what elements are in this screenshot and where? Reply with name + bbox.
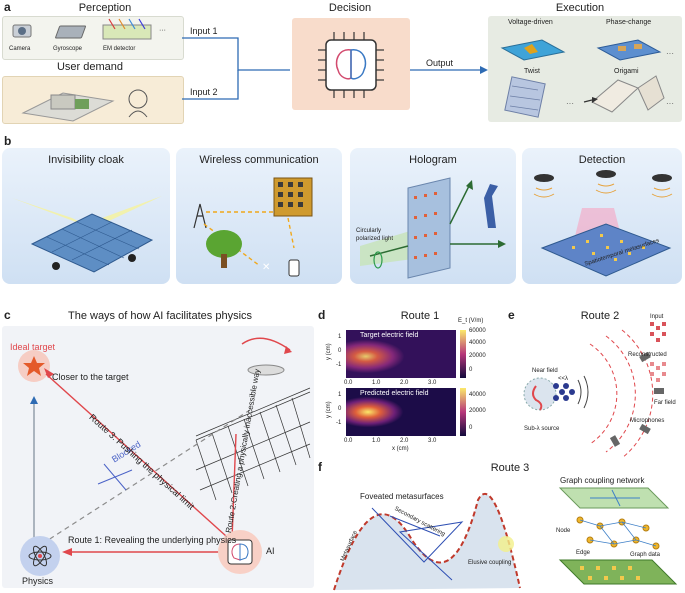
xtick-bot-3: 3.0: [428, 438, 437, 444]
ytick-top-m1: -1: [336, 362, 342, 368]
panel-b-letter: b: [4, 134, 12, 148]
panel-d-title: Route 1: [400, 310, 440, 322]
xtick-top-2: 2.0: [400, 380, 409, 386]
card-hologram-title: Hologram: [409, 154, 457, 166]
panel-f-title: Route 3: [490, 462, 530, 474]
svg-text:···: ···: [666, 49, 674, 58]
route1-label: Route 1: Revealing the underlying physic…: [68, 535, 237, 545]
reconstructed-label: Reconstructed: [628, 352, 667, 358]
wireless-illustration: ✕: [193, 177, 313, 277]
closer-label: Closer to the target: [52, 372, 129, 382]
exec-twist-label: Twist: [524, 68, 540, 75]
user-demand-title: User demand: [56, 61, 124, 73]
svg-text:···: ···: [566, 99, 574, 108]
microphones-label: Microphones: [630, 418, 665, 424]
xtick-bot-2: 2.0: [400, 438, 409, 444]
far-field-label: Far field: [654, 400, 676, 406]
cbar1-tick-2: 20000: [469, 353, 486, 359]
predicted-field-label: Predicted electric field: [360, 390, 429, 397]
decision-box: [292, 18, 410, 110]
cbar1-tick-3: 0: [469, 367, 473, 373]
sensor-icons: [12, 18, 152, 40]
hologram-illustration: [360, 177, 506, 279]
panel-e-title: Route 2: [580, 310, 620, 322]
cbar2-tick-1: 20000: [469, 408, 486, 414]
lambda-label: <<λ: [558, 376, 569, 382]
panel-f-letter: f: [318, 460, 322, 474]
card-wireless-title: Wireless communication: [199, 154, 319, 166]
card-detection: Detection Spatiotemporal metasurfaces: [522, 148, 682, 284]
panel-a-letter: a: [4, 0, 11, 14]
card-invisibility-cloak: Invisibility cloak: [2, 148, 170, 284]
detection-illustration: [533, 170, 673, 277]
cbar-label: E_t (V/m): [458, 318, 484, 324]
sensors-box: Camera Gyroscope EM detector ···: [2, 16, 184, 60]
ytick-top-1: 1: [338, 334, 342, 340]
elusive-coupling-label: Elusive coupling: [468, 560, 512, 566]
execution-title: Execution: [555, 2, 605, 14]
edge-label: Edge: [576, 550, 591, 556]
xtick-top-0: 0.0: [344, 380, 353, 386]
panel-d-letter: d: [318, 308, 326, 322]
exec-origami-label: Origami: [614, 68, 639, 75]
xtick-bot-0: 0.0: [344, 438, 353, 444]
polarized-light-label: polarized light: [356, 236, 394, 242]
svg-text:✕: ✕: [262, 262, 270, 273]
graph-data-label: Graph data: [630, 552, 661, 558]
output-label: Output: [426, 58, 454, 68]
cbar2-tick-2: 0: [469, 425, 473, 431]
xlabel: x (cm): [392, 446, 409, 452]
panel-c-letter: c: [4, 308, 11, 322]
panel-e-letter: e: [508, 308, 515, 322]
sensor-gyroscope-label: Gyroscope: [53, 46, 83, 52]
target-field-label: Target electric field: [360, 332, 419, 339]
user-demand-box: [2, 76, 184, 124]
cbar1-tick-0: 60000: [469, 328, 486, 334]
card-wireless-communication: Wireless communication ✕: [176, 148, 342, 284]
xtick-top-1: 1.0: [372, 380, 381, 386]
sensor-em-label: EM detector: [103, 46, 136, 52]
ytick-bot-m1: -1: [336, 420, 342, 426]
cloak-illustration: [12, 196, 162, 273]
ytick-top-0: 0: [338, 348, 342, 354]
card-hologram: Hologram Circularly polarized light: [350, 148, 516, 284]
panel-c-title: The ways of how AI facilitates physics: [67, 310, 253, 322]
card-invisibility-title: Invisibility cloak: [48, 154, 124, 166]
input1-label: Input 1: [190, 26, 218, 36]
ytick-bot-1: 1: [338, 392, 342, 398]
decision-title: Decision: [328, 2, 372, 14]
cbar1-tick-1: 40000: [469, 340, 486, 346]
perception-title: Perception: [78, 2, 132, 14]
user-scene-icon: [21, 89, 148, 122]
near-field-label: Near field: [532, 368, 558, 374]
panel-a-connectors: [182, 37, 488, 100]
execution-box: Voltage-driven Phase-change Twist Origam…: [488, 16, 682, 122]
input-label: Input: [650, 314, 664, 320]
sub-source-label: Sub-λ source: [524, 426, 560, 432]
card-detection-title: Detection: [578, 154, 626, 166]
svg-text:···: ···: [666, 99, 674, 108]
ai-chip-icon: [318, 32, 384, 98]
circularly-label: Circularly: [356, 228, 382, 234]
exec-phase-label: Phase-change: [606, 19, 652, 26]
graph-network-label: Graph coupling network: [560, 476, 645, 485]
execution-illustrations: ··· ··· ···: [500, 39, 674, 118]
ytick-bot-0: 0: [338, 406, 342, 412]
exec-voltage-label: Voltage-driven: [508, 19, 553, 26]
cbar2-tick-0: 40000: [469, 392, 486, 398]
physics-label: Physics: [22, 576, 54, 586]
ai-label: AI: [266, 546, 275, 556]
node-label: Node: [556, 528, 571, 534]
input2-label: Input 2: [190, 87, 218, 97]
xtick-top-3: 3.0: [428, 380, 437, 386]
sensor-ellipsis: ···: [159, 27, 166, 34]
ideal-target-label: Ideal target: [10, 342, 56, 352]
sensor-camera-label: Camera: [9, 46, 31, 52]
xtick-bot-1: 1.0: [372, 438, 381, 444]
foveated-label: Foveated metasurfaces: [360, 492, 444, 501]
